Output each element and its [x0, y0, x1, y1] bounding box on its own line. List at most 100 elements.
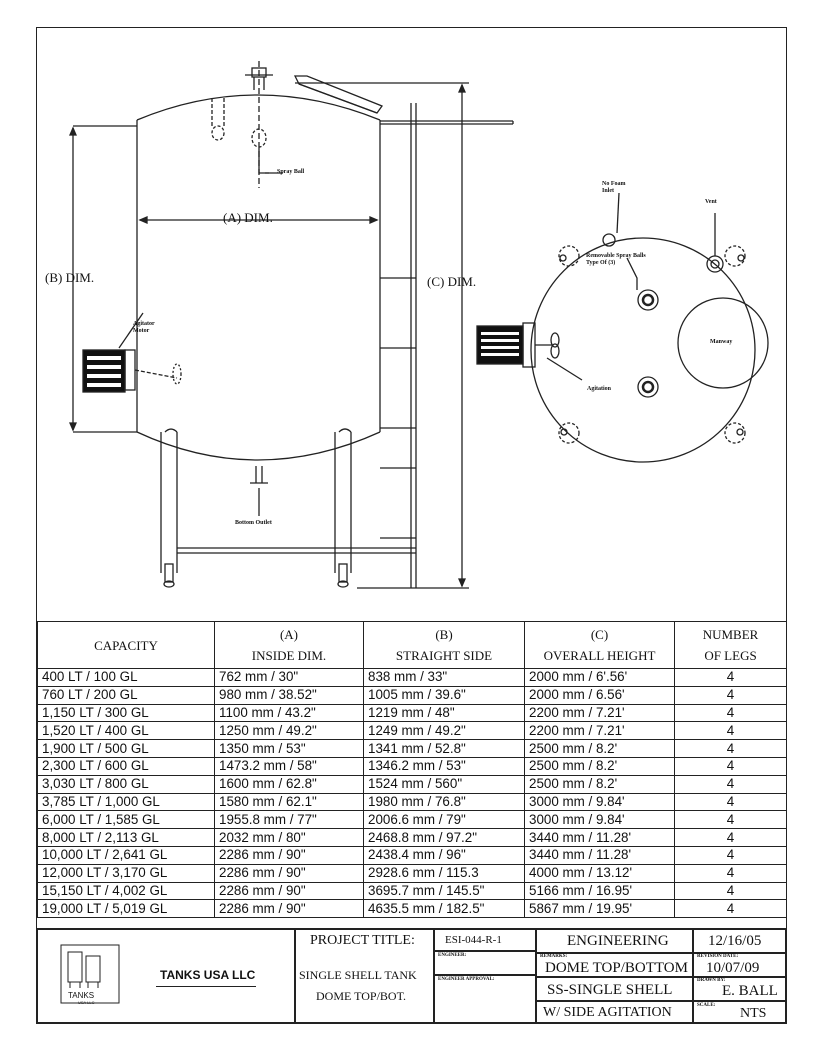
vent-label: Vent: [705, 199, 717, 205]
tank-elevation-and-plan-view: [69, 61, 769, 589]
inside-dim-cell: 1580 mm / 62.1": [214, 792, 364, 812]
capacity-cell: 15,150 LT / 4,002 GL: [37, 881, 215, 901]
straight-side-cell: 4635.5 mm / 182.5": [363, 899, 525, 919]
drawn-by-box: DRAWN BY: E. BALL: [693, 977, 786, 1001]
overall-height-cell: 2000 mm / 6.56': [524, 685, 675, 705]
title-block: TANKS USA LLC TANKS USA LLC PROJECT TITL…: [37, 928, 786, 1024]
legs-cell: 4: [674, 774, 787, 794]
dim-c-label: (C) DIM.: [427, 274, 477, 289]
engineer-approval-box: ENGINEER APPROVAL:: [434, 975, 536, 1023]
remark-1-box: REMARKS: DOME TOP/BOTTOM: [536, 953, 693, 977]
straight-side-cell: 1249 mm / 49.2": [363, 721, 525, 741]
overall-height-cell: 5867 mm / 19.95': [524, 899, 675, 919]
agitator-motor-label: Agitator Motor: [133, 321, 155, 334]
remark-1: DOME TOP/BOTTOM: [545, 960, 688, 976]
straight-side-cell: 1346.2 mm / 53": [363, 756, 525, 776]
date-text: 12/16/05: [708, 933, 762, 949]
capacity-cell: 10,000 LT / 2,641 GL: [37, 845, 215, 865]
project-line-1: SINGLE SHELL TANK: [299, 968, 417, 982]
header-straight-side: (B)STRAIGHT SIDE: [363, 621, 525, 669]
straight-side-cell: 2438.4 mm / 96": [363, 845, 525, 865]
drawn-by: E. BALL: [722, 983, 778, 999]
straight-side-cell: 2928.6 mm / 115.3: [363, 863, 525, 883]
legs-cell: 4: [674, 703, 787, 723]
straight-side-cell: 1524 mm / 560": [363, 774, 525, 794]
inside-dim-cell: 1350 mm / 53": [214, 739, 364, 758]
overall-height-cell: 3440 mm / 11.28': [524, 828, 675, 847]
capacity-cell: 3,030 LT / 800 GL: [37, 774, 215, 794]
capacity-cell: 1,150 LT / 300 GL: [37, 703, 215, 723]
legs-cell: 4: [674, 828, 787, 847]
inside-dim-cell: 2286 mm / 90": [214, 899, 364, 919]
revision-box: REVISION DATE: 10/07/09: [693, 953, 786, 977]
capacity-cell: 760 LT / 200 GL: [37, 685, 215, 705]
company-box: TANKS USA LLC TANKS USA LLC: [37, 929, 295, 1023]
dim-a-label: (A) DIM.: [223, 210, 273, 225]
engineering-box: ENGINEERING: [536, 929, 693, 953]
inside-dim-cell: 2286 mm / 90": [214, 845, 364, 865]
overall-height-cell: 4000 mm / 13.12': [524, 863, 675, 883]
revision-date: 10/07/09: [706, 960, 760, 976]
header-inside-dim: (A)INSIDE DIM.: [214, 621, 364, 669]
overall-height-cell: 3000 mm / 9.84': [524, 810, 675, 830]
drawn-by-label: DRAWN BY:: [697, 978, 726, 983]
scale-label: SCALE:: [697, 1003, 716, 1008]
inside-dim-cell: 1100 mm / 43.2": [214, 703, 364, 723]
overall-height-cell: 2500 mm / 8.2': [524, 756, 675, 776]
inside-dim-cell: 2032 mm / 80": [214, 828, 364, 847]
remark-2-box: SS-SINGLE SHELL: [536, 977, 693, 1001]
inside-dim-cell: 1473.2 mm / 58": [214, 756, 364, 776]
capacity-cell: 8,000 LT / 2,113 GL: [37, 828, 215, 847]
drawing-sheet: (A) DIM. (B) DIM. (C) DIM. Spray Ball Ag…: [36, 27, 787, 1024]
remark-3: W/ SIDE AGITATION: [543, 1005, 672, 1020]
tank-specification-table: CAPACITY (A)INSIDE DIM. (B)STRAIGHT SIDE…: [37, 621, 787, 919]
legs-cell: 4: [674, 739, 787, 758]
legs-cell: 4: [674, 756, 787, 776]
remarks-label: REMARKS:: [540, 954, 568, 959]
tank-drawing: (A) DIM. (B) DIM. (C) DIM. Spray Ball Ag…: [37, 28, 788, 621]
legs-cell: 4: [674, 668, 787, 687]
revision-label: REVISION DATE:: [697, 954, 739, 959]
remark-2: SS-SINGLE SHELL: [547, 982, 673, 998]
agitation-label: Agitation: [587, 386, 611, 392]
dim-b-label: (B) DIM.: [45, 270, 95, 285]
legs-cell: 4: [674, 810, 787, 830]
inside-dim-cell: 1250 mm / 49.2": [214, 721, 364, 741]
header-capacity: CAPACITY: [37, 621, 215, 669]
header-overall-height: (C)OVERALL HEIGHT: [524, 621, 675, 669]
capacity-cell: 1,900 LT / 500 GL: [37, 739, 215, 758]
straight-side-cell: 2006.6 mm / 79": [363, 810, 525, 830]
legs-cell: 4: [674, 721, 787, 741]
logo-text: TANKS: [68, 991, 95, 1000]
overall-height-cell: 3440 mm / 11.28': [524, 845, 675, 865]
inside-dim-cell: 2286 mm / 90": [214, 863, 364, 883]
overall-height-cell: 2200 mm / 7.21': [524, 703, 675, 723]
legs-cell: 4: [674, 685, 787, 705]
straight-side-cell: 1005 mm / 39.6": [363, 685, 525, 705]
engineer-label: ENGINEER:: [438, 953, 467, 958]
straight-side-cell: 1341 mm / 52.8": [363, 739, 525, 758]
inside-dim-cell: 1600 mm / 62.8": [214, 774, 364, 794]
scale-box: SCALE: NTS: [693, 1001, 786, 1023]
engineer-approval-label: ENGINEER APPROVAL:: [438, 977, 495, 982]
capacity-cell: 6,000 LT / 1,585 GL: [37, 810, 215, 830]
project-line-2: DOME TOP/BOT.: [316, 989, 407, 1003]
legs-cell: 4: [674, 881, 787, 901]
tanks-logo-icon: [60, 944, 120, 1004]
overall-height-cell: 2500 mm / 8.2': [524, 739, 675, 758]
straight-side-cell: 3695.7 mm / 145.5": [363, 881, 525, 901]
overall-height-cell: 3000 mm / 9.84': [524, 792, 675, 812]
overall-height-cell: 5166 mm / 16.95': [524, 881, 675, 901]
